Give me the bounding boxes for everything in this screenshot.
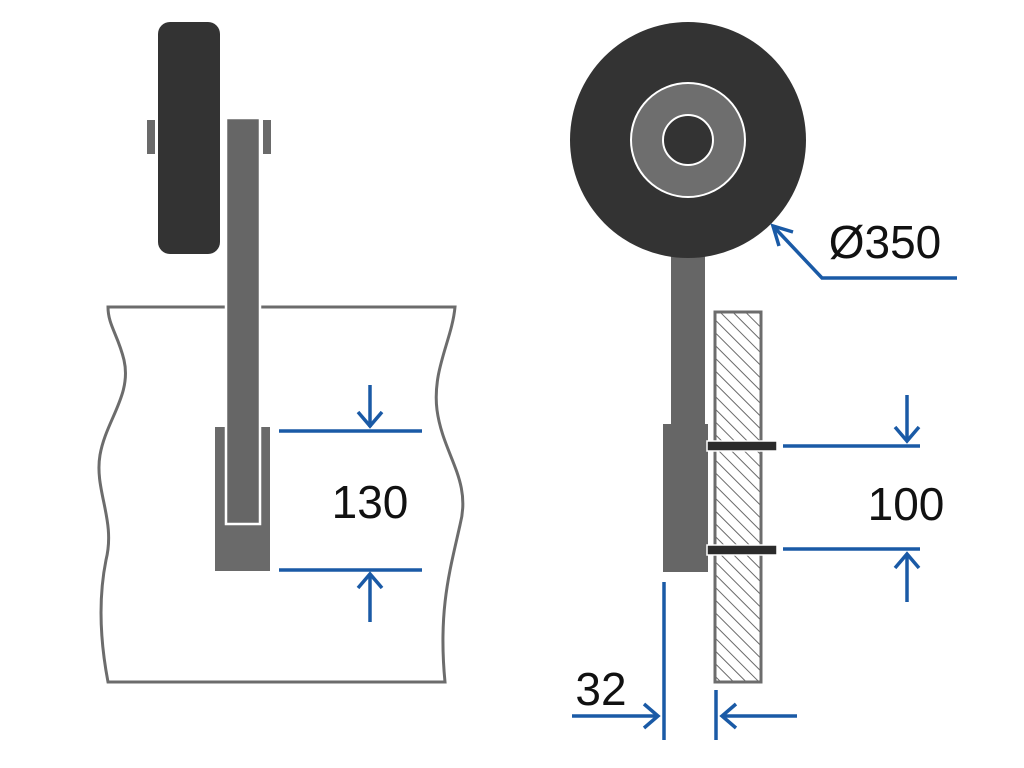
arrow-up-icon xyxy=(893,551,921,602)
arrow-left-icon xyxy=(719,702,797,730)
arrow-down-icon xyxy=(893,395,921,444)
axle-stub-right xyxy=(263,120,271,154)
axle-stub-left xyxy=(147,120,155,154)
clamp-width-label: 32 xyxy=(575,663,626,715)
bolt-top xyxy=(706,440,778,452)
dimension-130-label: 130 xyxy=(332,476,409,528)
arrow-up-icon xyxy=(356,571,384,622)
transom-section xyxy=(713,310,763,684)
arrow-right-icon xyxy=(572,702,661,730)
arrow-down-icon xyxy=(356,385,384,429)
right-view: Ø350 100 32 xyxy=(570,22,957,740)
left-view: 130 xyxy=(97,22,465,684)
mount-bracket-side xyxy=(663,424,708,572)
leg-tube xyxy=(224,116,262,526)
diameter-leader-arrow-icon xyxy=(770,223,957,280)
bolt-bottom xyxy=(706,544,778,556)
hub xyxy=(662,114,714,166)
leg-tube-front xyxy=(671,250,705,430)
transom-outline xyxy=(97,305,465,684)
tire-side-view xyxy=(158,22,220,254)
hole-spacing-label: 100 xyxy=(868,478,945,530)
diameter-label: Ø350 xyxy=(829,216,942,268)
